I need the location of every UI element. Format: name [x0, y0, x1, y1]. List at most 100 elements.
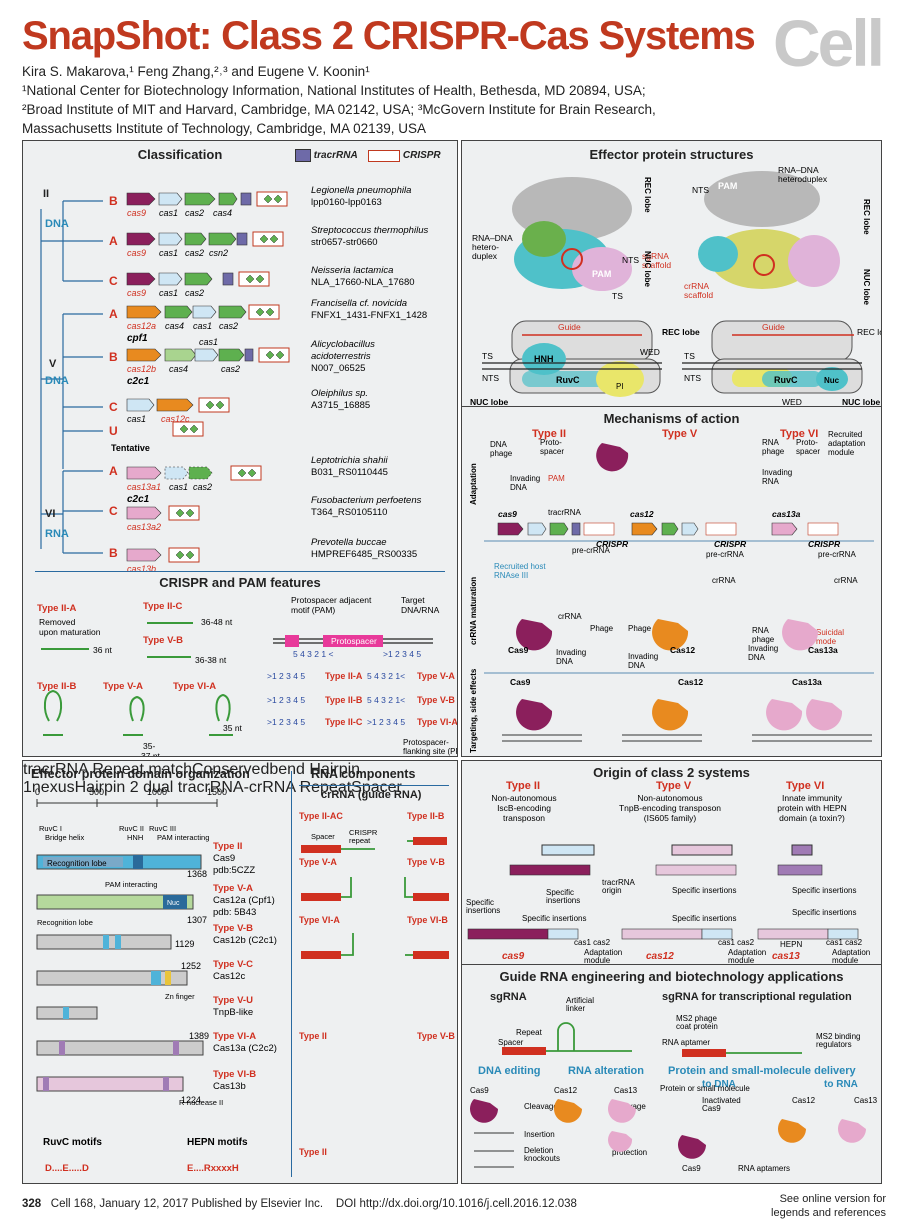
sgrna-label: sgRNA [490, 991, 527, 1003]
svg-text:Type V-A: Type V-A [299, 857, 337, 867]
svg-text:cas1 cas2: cas1 cas2 [718, 938, 755, 947]
svg-text:Cas9: Cas9 [508, 645, 529, 655]
svg-text:Type V-C: Type V-C [213, 959, 253, 970]
svg-text:Artificial: Artificial [566, 996, 594, 1005]
svg-text:module: module [728, 956, 755, 965]
svg-text:Cas12: Cas12 [554, 1086, 578, 1095]
svg-text:NTS: NTS [482, 373, 499, 383]
svg-text:CRISPR: CRISPR [808, 539, 841, 549]
svg-text:Inactivated: Inactivated [702, 1096, 741, 1105]
svg-text:Repeat: Repeat [516, 1028, 543, 1037]
svg-text:REC lobe: REC lobe [643, 177, 652, 213]
svg-text:DNA: DNA [45, 218, 69, 230]
svg-text:Specific: Specific [546, 888, 574, 897]
svg-text:Specific insertions: Specific insertions [672, 886, 736, 895]
svg-text:Type VI-A: Type VI-A [173, 681, 216, 692]
svg-text:HEPN: HEPN [780, 940, 802, 949]
svg-text:Innate immunity: Innate immunity [782, 793, 843, 803]
svg-text:RNA: RNA [752, 626, 770, 635]
svg-text:NTS: NTS [692, 185, 709, 195]
svg-text:36-48 nt: 36-48 nt [201, 617, 233, 627]
crrna-title: crRNA (guide RNA) [321, 789, 422, 801]
svg-text:T364_RS0105110: T364_RS0105110 [311, 507, 387, 518]
svg-text:A3715_16885: A3715_16885 [311, 400, 370, 411]
svg-text:NTS: NTS [684, 373, 701, 383]
svg-text:5 4 3 2 1<: 5 4 3 2 1< [367, 695, 405, 705]
svg-text:pdb: 5B43: pdb: 5B43 [213, 907, 256, 918]
svg-text:NUC lobe: NUC lobe [470, 397, 509, 407]
svg-text:B031_RS0110445: B031_RS0110445 [311, 467, 388, 478]
svg-text:Type II-B: Type II-B [37, 681, 77, 692]
svg-text:Target: Target [401, 595, 425, 605]
svg-text:Type II-A: Type II-A [325, 671, 363, 681]
svg-text:HNH: HNH [127, 833, 143, 842]
svg-text:cas1: cas1 [193, 321, 212, 331]
svg-text:REC lobe: REC lobe [862, 199, 871, 235]
svg-text:Cas9: Cas9 [510, 677, 531, 687]
svg-text:CRISPR: CRISPR [714, 539, 747, 549]
svg-text:cas12a: cas12a [127, 321, 156, 331]
svg-text:Type VI: Type VI [780, 428, 818, 440]
svg-text:Type VI: Type VI [786, 780, 824, 792]
svg-text:Type V-B: Type V-B [417, 1031, 455, 1041]
svg-text:FNFX1_1431-FNFX1_1428: FNFX1_1431-FNFX1_1428 [311, 310, 427, 321]
rna-components-title: RNA components [311, 767, 416, 781]
doi-link[interactable]: DOI http://dx.doi.org/10.1016/j.cell.201… [335, 1198, 577, 1210]
svg-text:PAM interacting: PAM interacting [157, 833, 209, 842]
svg-text:N007_06525: N007_06525 [311, 363, 365, 374]
svg-text:Nuc: Nuc [167, 900, 180, 907]
svg-text:heteroduplex: heteroduplex [778, 174, 828, 184]
svg-text:RNA: RNA [762, 477, 780, 486]
svg-text:duplex: duplex [472, 251, 498, 261]
svg-text:Type V-U: Type V-U [213, 995, 253, 1006]
svg-text:DNA: DNA [510, 483, 528, 492]
svg-text:DNA: DNA [490, 440, 508, 449]
ruvc-seq: D....E.....D [45, 1163, 89, 1174]
svg-text:Invading: Invading [748, 644, 778, 653]
svg-text:phage: phage [752, 635, 775, 644]
svg-text:Oleiphilus sp.: Oleiphilus sp. [311, 388, 368, 399]
engineering-title: Guide RNA engineering and biotechnology … [499, 969, 844, 984]
svg-text:tracrRNA: tracrRNA [602, 878, 636, 887]
svg-text:Non-autonomous: Non-autonomous [491, 793, 556, 803]
svg-text:RuvC: RuvC [556, 375, 580, 385]
svg-text:cas12: cas12 [630, 509, 654, 519]
svg-text:Protospacer-: Protospacer- [403, 738, 449, 747]
svg-text:Adaptation: Adaptation [469, 463, 478, 505]
svg-text:pre-crRNA: pre-crRNA [818, 550, 856, 559]
svg-text:cas1: cas1 [159, 288, 178, 298]
svg-text:PAM interacting: PAM interacting [105, 880, 157, 889]
svg-text:Type II: Type II [299, 1147, 327, 1157]
svg-text:Protein or small molecule: Protein or small molecule [660, 1084, 750, 1093]
svg-text:Spacer: Spacer [311, 832, 335, 841]
svg-text:Cas13a (C2c2): Cas13a (C2c2) [213, 1043, 277, 1054]
svg-text:U: U [109, 424, 118, 438]
svg-text:Type V-A: Type V-A [103, 681, 143, 692]
svg-text:TnpB-like: TnpB-like [213, 1007, 253, 1018]
svg-text:RuvC II: RuvC II [119, 824, 144, 833]
svg-text:NTS: NTS [622, 255, 639, 265]
svg-text:Type VI-A: Type VI-A [417, 717, 458, 727]
svg-text:Removed: Removed [39, 617, 76, 627]
svg-text:NUC lobe: NUC lobe [643, 251, 652, 288]
svg-text:RNA aptamers: RNA aptamers [738, 1164, 790, 1173]
svg-text:Specific insertions: Specific insertions [672, 914, 736, 923]
svg-text:cas13a2: cas13a2 [127, 522, 161, 532]
svg-text:pdb:5CZZ: pdb:5CZZ [213, 865, 255, 876]
svg-text:cas13a1: cas13a1 [127, 482, 161, 492]
svg-text:NUC lobe: NUC lobe [862, 269, 871, 306]
svg-text:1129: 1129 [175, 939, 194, 949]
svg-text:Non-autonomous: Non-autonomous [637, 793, 702, 803]
svg-text:motif (PAM): motif (PAM) [291, 605, 335, 615]
svg-text:1368: 1368 [187, 869, 207, 879]
svg-text:transposon: transposon [503, 813, 545, 823]
svg-text:1307: 1307 [187, 915, 207, 925]
legend: tracrRNA CRISPR [295, 149, 441, 162]
svg-text:B: B [109, 194, 118, 208]
svg-text:protein with HEPN: protein with HEPN [777, 803, 846, 813]
svg-text:MS2 binding: MS2 binding [816, 1032, 860, 1041]
svg-text:Recognition lobe: Recognition lobe [47, 859, 107, 868]
